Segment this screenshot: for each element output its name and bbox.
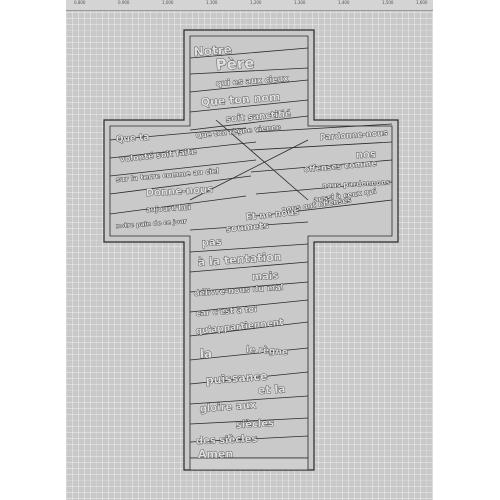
prayer-line: pas [202, 237, 222, 249]
ruler-label: 1,300 [294, 0, 306, 5]
prayer-line: Que ton nom [200, 90, 281, 109]
prayer-line: à la tentation [197, 250, 282, 269]
prayer-line: le règne [246, 344, 288, 358]
prayer-line: puissance [205, 370, 268, 387]
stencil-bands [109, 47, 393, 443]
ruler-label: 1,100 [206, 0, 218, 5]
ruler-label: 0,900 [118, 0, 130, 5]
design-canvas[interactable]: 0,800 0,900 1,000 1,100 1,200 1,300 1,40… [66, 0, 433, 500]
prayer-line: la [200, 347, 213, 361]
top-ruler: 0,800 0,900 1,000 1,100 1,200 1,300 1,40… [66, 0, 433, 11]
ruler-label: 1,500 [382, 0, 394, 5]
prayer-line: des siècles [196, 433, 258, 447]
prayer-line: nos [356, 149, 376, 161]
cross-base [189, 457, 309, 471]
prayer-line: et la [257, 383, 285, 397]
prayer-line: Amen [198, 447, 234, 461]
ruler-label: 1,600 [416, 0, 428, 5]
prayer-line: nous pardonnons [322, 178, 391, 190]
prayer-line: soumets [225, 221, 269, 235]
ruler-label: 1,200 [250, 0, 262, 5]
ruler-label: 0,800 [74, 0, 86, 5]
cross-outline [103, 29, 399, 471]
prayer-line: gloire aux [199, 400, 257, 415]
ruler-label: 1,400 [338, 0, 350, 5]
prayer-line: aujourd'hui [146, 204, 191, 214]
ruler-label: 1,000 [162, 0, 174, 5]
cross-artwork[interactable]: Notre Père qui es aux cieux Que ton nom … [66, 0, 433, 500]
prayer-line: Donne-nous [146, 184, 214, 199]
prayer-line: mais [252, 271, 279, 283]
prayer-line: Que ta [116, 133, 150, 145]
prayer-line: siècles [236, 417, 275, 431]
prayer-line: Notre [193, 42, 232, 59]
prayer-line: Père [215, 54, 255, 74]
